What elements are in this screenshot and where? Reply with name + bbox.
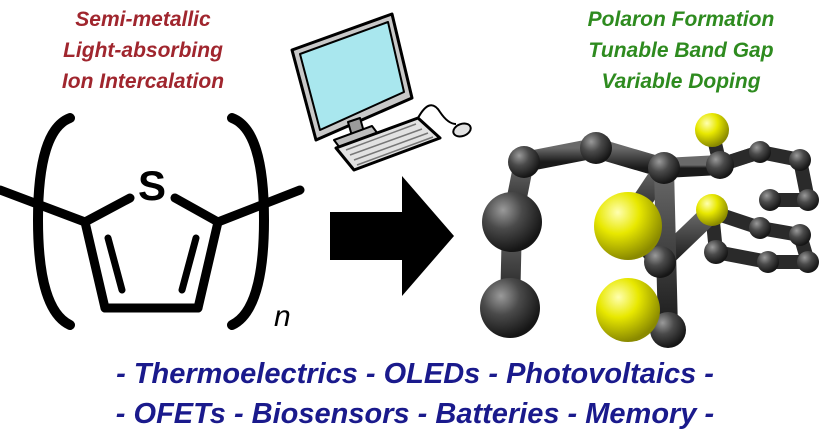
polymer-bond-right (213, 185, 305, 227)
bond-s-c2 (80, 193, 135, 227)
sulfur-atom-large-1 (594, 192, 662, 260)
arrow-right-icon (330, 176, 454, 296)
right-property-2: Tunable Band Gap (588, 39, 774, 62)
bond-s-c5 (170, 193, 223, 227)
sulfur-atom-large-2 (596, 278, 660, 342)
left-property-1: Semi-metallic (75, 8, 211, 31)
repeat-subscript: n (274, 300, 291, 333)
sulfur-atom-small-2 (696, 194, 728, 226)
double-bond-left (104, 234, 126, 294)
sulfur-atom-label: S (138, 162, 166, 209)
carbon-atom-large-1 (482, 192, 542, 252)
right-bracket (227, 113, 269, 330)
right-property-1: Polaron Formation (587, 8, 775, 31)
thiophene-structure (0, 113, 305, 330)
carbon-atom-large-2 (480, 278, 540, 338)
double-bond-right (178, 234, 200, 294)
left-property-3: Ion Intercalation (61, 70, 225, 93)
bond-c2-c3 (80, 217, 110, 313)
sulfur-atom-small-1 (695, 113, 729, 147)
polymer-bond-left (0, 185, 90, 227)
left-property-2: Light-absorbing (63, 39, 223, 62)
left-properties: Semi-metallic Light-absorbing Ion Interc… (8, 4, 278, 97)
bond-c4-c5 (193, 217, 223, 313)
ball-and-stick-model (480, 113, 819, 348)
applications-line-1: - Thermoelectrics - OLEDs - Photovoltaic… (116, 358, 714, 390)
right-property-3: Variable Doping (601, 70, 761, 93)
applications-line-2: - OFETs - Biosensors - Batteries - Memor… (115, 398, 715, 430)
right-properties: Polaron Formation Tunable Band Gap Varia… (540, 4, 822, 97)
left-bracket (33, 113, 75, 330)
computer-icon (290, 12, 472, 172)
